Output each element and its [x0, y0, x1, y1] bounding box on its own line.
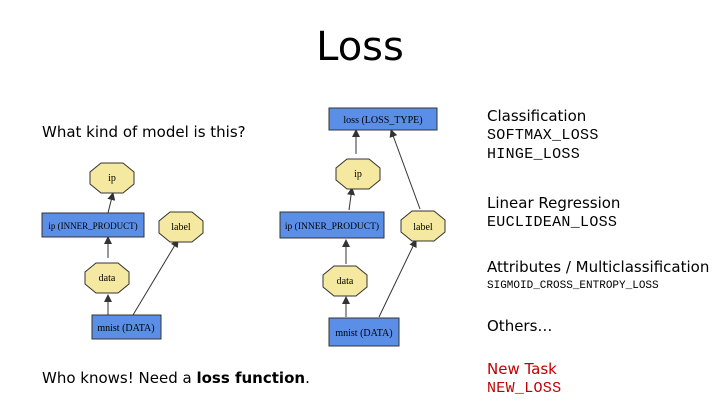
- classification-heading: Classification: [487, 107, 587, 125]
- node-ip-label: ip: [108, 173, 116, 184]
- node-ip: ip: [89, 162, 135, 194]
- edge-ip-out: [107, 192, 116, 214]
- edge-innerprod-to-ip: [347, 187, 356, 211]
- node-data-label: data: [99, 273, 116, 284]
- others-heading: Others…: [487, 317, 553, 335]
- node-loss: loss (LOSS_TYPE): [328, 107, 438, 131]
- answer-prefix: Who knows! Need a: [42, 369, 197, 387]
- node-label: label: [158, 211, 204, 243]
- node-inner-product-label: ip (INNER_PRODUCT): [48, 221, 137, 231]
- node-mnist: mnist (DATA): [91, 314, 162, 340]
- node-mnist-label: mnist (DATA): [97, 323, 154, 334]
- regression-section: Linear Regression EUCLIDEAN_LOSS: [487, 194, 620, 232]
- regression-heading: Linear Regression: [487, 194, 621, 212]
- loss-type-new: NEW_LOSS: [487, 380, 562, 397]
- loss-type-softmax: SOFTMAX_LOSS: [487, 127, 599, 144]
- node-label-text: label: [413, 222, 433, 233]
- classification-section: Classification SOFTMAX_LOSS HINGE_LOSS: [487, 107, 599, 164]
- node-ip-label: ip: [354, 169, 362, 180]
- new-task-heading: New Task: [487, 360, 557, 378]
- node-data: data: [322, 265, 368, 297]
- node-label-text: label: [171, 222, 191, 233]
- node-loss-label: loss (LOSS_TYPE): [343, 115, 422, 126]
- new-task-section: New Task NEW_LOSS: [487, 360, 561, 398]
- edge-label-to-loss: [389, 129, 421, 210]
- others-section: Others…: [487, 317, 552, 336]
- node-inner-product: ip (INNER_PRODUCT): [279, 211, 385, 239]
- node-label: label: [400, 210, 446, 242]
- loss-type-euclidean: EUCLIDEAN_LOSS: [487, 214, 618, 231]
- node-mnist-label: mnist (DATA): [335, 328, 392, 339]
- right-network-diagram: loss (LOSS_TYPE) ip ip (INNER_PRODUCT) l…: [279, 107, 446, 347]
- answer-text: Who knows! Need a loss function.: [42, 369, 310, 387]
- node-ip: ip: [335, 158, 381, 190]
- node-data: data: [84, 262, 130, 294]
- left-network-diagram: ip ip (INNER_PRODUCT) label data mnist (…: [41, 162, 204, 340]
- attributes-heading: Attributes / Multiclassification: [487, 258, 710, 276]
- answer-suffix: .: [305, 369, 310, 387]
- attributes-section: Attributes / Multiclassification SIGMOID…: [487, 258, 709, 296]
- node-data-label: data: [337, 276, 354, 287]
- node-mnist: mnist (DATA): [328, 317, 400, 347]
- edge-mnist-to-label: [132, 239, 179, 316]
- node-inner-product: ip (INNER_PRODUCT): [41, 212, 145, 238]
- slide-title: Loss: [316, 24, 404, 70]
- loss-type-hinge: HINGE_LOSS: [487, 146, 581, 163]
- loss-type-sigmoid-cross-entropy: SIGMOID_CROSS_ENTROPY_LOSS: [487, 280, 659, 292]
- question-text: What kind of model is this?: [42, 123, 246, 141]
- edge-mnist-to-label: [378, 239, 417, 318]
- answer-bold: loss function: [196, 369, 306, 387]
- node-inner-product-label: ip (INNER_PRODUCT): [285, 221, 379, 232]
